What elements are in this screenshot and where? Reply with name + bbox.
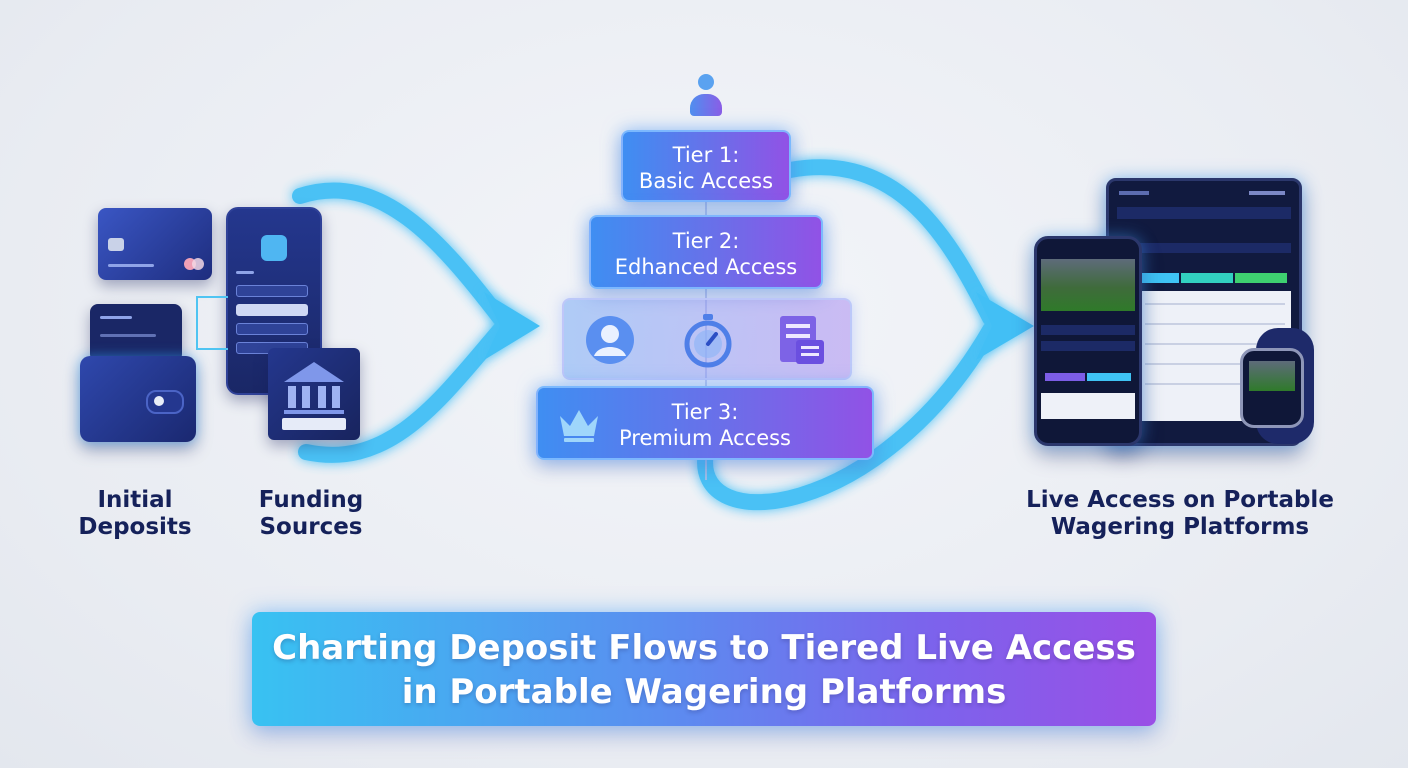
flow-left-lower xyxy=(298,322,508,463)
label-initial-deposits: Initial Deposits xyxy=(78,487,192,540)
live-video-thumbnail xyxy=(1041,259,1135,311)
account-card xyxy=(90,304,182,362)
flow-right-upper xyxy=(782,159,998,326)
user-icon xyxy=(261,235,287,261)
user-icon xyxy=(688,74,724,120)
flow-right-lower xyxy=(697,322,998,511)
title-line-2: in Portable Wagering Platforms xyxy=(401,672,1007,712)
credit-card xyxy=(98,208,212,280)
user-circle-icon xyxy=(586,316,634,364)
label-funding-sources: Funding Sources xyxy=(258,487,364,540)
smartwatch-device xyxy=(1240,328,1328,444)
arrowhead-left xyxy=(484,292,540,360)
bank-icon xyxy=(268,348,360,440)
crown-icon xyxy=(560,410,598,442)
arrowhead-right xyxy=(976,292,1034,360)
card-chip-icon xyxy=(108,238,124,251)
phone-device xyxy=(1034,236,1142,446)
wallet-icon xyxy=(80,356,196,442)
tier-2-enhanced-access: Tier 2: Edhanced Access xyxy=(589,215,823,289)
title-line-1: Charting Deposit Flows to Tiered Live Ac… xyxy=(272,628,1136,668)
tier-3-premium-access: Tier 3: Premium Access xyxy=(536,386,874,460)
title-banner: Charting Deposit Flows to Tiered Live Ac… xyxy=(252,612,1156,726)
tier-features-panel xyxy=(562,298,852,380)
tier-1-basic-access: Tier 1: Basic Access xyxy=(621,130,791,202)
bank-building-icon xyxy=(282,362,346,430)
document-icon xyxy=(780,316,824,364)
label-live-access: Live Access on Portable Wagering Platfor… xyxy=(1026,487,1334,540)
stopwatch-icon xyxy=(684,314,732,368)
flow-left-upper xyxy=(292,182,508,326)
